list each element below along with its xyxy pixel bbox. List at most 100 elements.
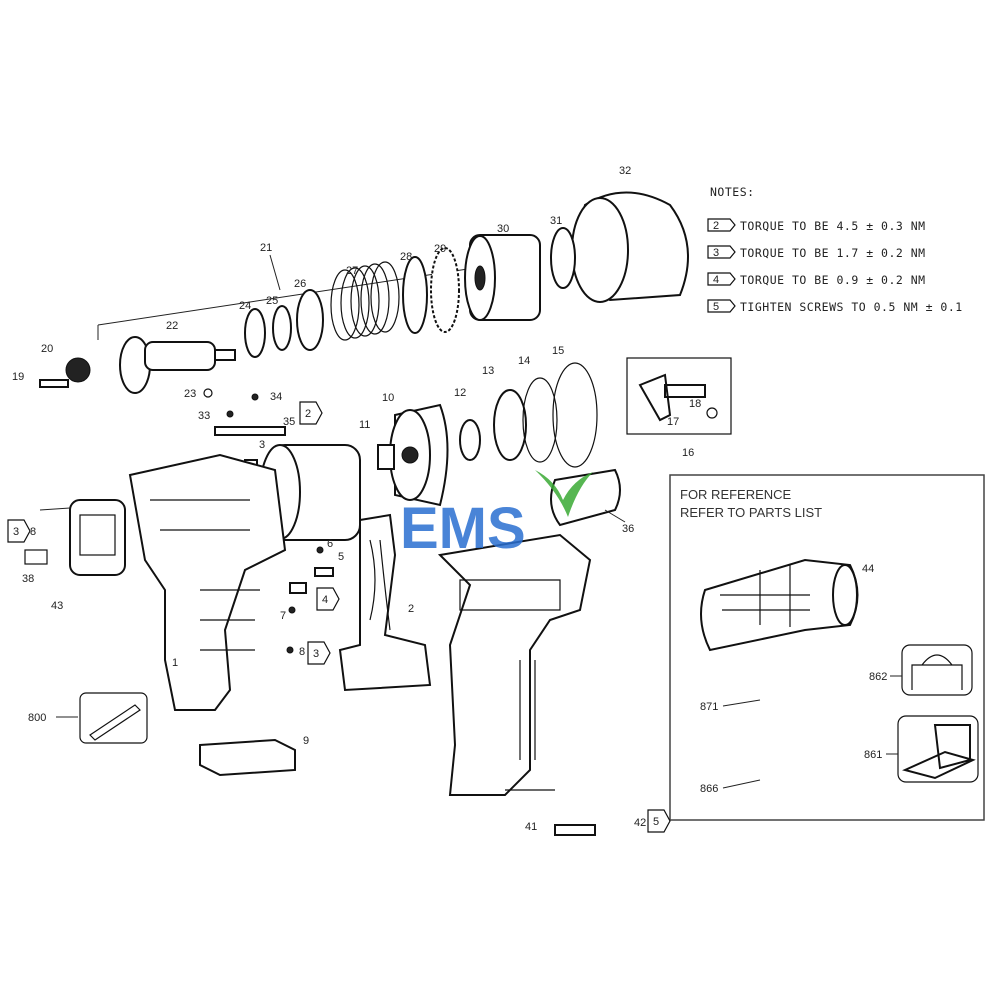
part-label: 23 [184,388,196,400]
part-label: 26 [294,278,306,290]
ring-29 [430,247,460,333]
svg-text:2: 2 [305,408,311,420]
note-item: 3 TORQUE TO BE 1.7 ± 0.2 NM [707,245,926,260]
part-label: 12 [454,387,466,399]
washer-31 [550,227,576,289]
part-label: 19 [12,371,24,383]
note-text: TORQUE TO BE 1.7 ± 0.2 NM [740,246,926,260]
anvil-housing-30 [464,234,541,321]
part-label: 22 [166,320,178,332]
ball-23 [203,388,213,398]
ring-24 [244,308,266,358]
part-label: 31 [550,215,562,227]
torque-callout: 3 [7,519,31,543]
part-label: 5 [338,551,344,563]
part-label: 1 [172,657,178,669]
part-label: 41 [525,821,537,833]
part-label: 8 [30,526,36,538]
part-label: 43 [51,600,63,612]
bearing-11 [377,444,395,470]
part-label: 7 [280,610,286,622]
torque-callout: 3 [307,641,331,665]
part-label: 862 [869,671,887,683]
svg-text:3: 3 [13,526,19,538]
housing-left-1 [128,453,287,711]
part-9 [199,738,296,777]
torque-callout: 5 [647,809,671,833]
part-label: 38 [22,573,34,585]
part-label: 16 [682,447,694,459]
anvil-box-16 [626,357,732,435]
part-labels: 32 21 31 30 29 28 27 26 25 24 22 20 19 2… [12,165,701,833]
label-38 [24,549,48,565]
part-label: 35 [283,416,295,428]
part-label: 17 [667,416,679,428]
part-label: 30 [497,223,509,235]
note-text: TORQUE TO BE 0.9 ± 0.2 NM [740,273,926,287]
bag-icon [911,654,963,690]
part-800-box [79,692,148,744]
part-label: 871 [700,701,718,713]
torque-callouts: 2 3 4 3 5 [7,401,671,833]
gear-20 [65,357,91,383]
note-text: TIGHTEN SCREWS TO 0.5 NM ± 0.1 [740,300,963,314]
part-label: 42 [634,817,646,829]
notes-panel: NOTES: 2 TORQUE TO BE 4.5 ± 0.3 NM 3 TOR… [707,185,963,314]
torque-callout: 4 [316,587,340,611]
part-label: 34 [270,391,282,403]
ring-25 [272,305,292,351]
part-label: 28 [400,251,412,263]
pin-19 [39,379,69,388]
part-label: 25 [266,295,278,307]
part-label: 21 [260,242,272,254]
ems-watermark-logo: EMS [400,470,593,561]
reference-box: FOR REFERENCE REFER TO PARTS LIST 44 862… [669,474,985,821]
switch-assembly-2 [338,513,432,692]
part-label: 866 [700,783,718,795]
housing-right [437,533,592,796]
note-item: 2 TORQUE TO BE 4.5 ± 0.3 NM [707,218,926,233]
part-label: 3 [259,439,265,451]
part-label: 27 [346,265,358,277]
part-41-42 [554,824,596,836]
part-label: 861 [864,749,882,761]
note-badge: 4 [713,274,719,286]
torque-callout: 2 [299,401,323,425]
tool-body-illustration [700,558,859,652]
part-label: 15 [552,345,564,357]
washer-12 [459,419,481,461]
note-badge: 5 [713,301,719,313]
part-label: 20 [41,343,53,355]
note-text: TORQUE TO BE 4.5 ± 0.3 NM [740,219,926,233]
note-item: 4 TORQUE TO BE 0.9 ± 0.2 NM [707,272,926,287]
part-label: 9 [303,735,309,747]
part-label: 32 [619,165,631,177]
motor-housing-10 [389,403,449,507]
oring-15 [552,362,598,468]
svg-text:4: 4 [322,594,328,606]
reference-line2: REFER TO PARTS LIST [680,505,822,520]
reference-line1: FOR REFERENCE [680,487,792,502]
oring-14 [522,377,558,463]
note-badge: 3 [713,247,719,259]
part-label: 24 [239,300,251,312]
part-label: 10 [382,392,394,404]
note-badge: 2 [713,220,719,232]
note-item: 5 TIGHTEN SCREWS TO 0.5 NM ± 0.1 [707,299,963,314]
pin-35 [214,426,286,436]
nut-13 [493,389,527,461]
ring-26 [296,289,324,351]
spring-27 [330,261,400,341]
shaft-22 [119,336,236,394]
part-label: 11 [359,419,370,431]
part-label: 33 [198,410,210,422]
case-icon [902,724,976,780]
part-label: 6 [327,538,333,550]
part-label: 44 [862,563,874,575]
part-label: 14 [518,355,530,367]
part-label: 13 [482,365,494,377]
svg-text:3: 3 [313,648,319,660]
rear-cap-43 [69,499,126,576]
ring-28 [402,256,428,334]
